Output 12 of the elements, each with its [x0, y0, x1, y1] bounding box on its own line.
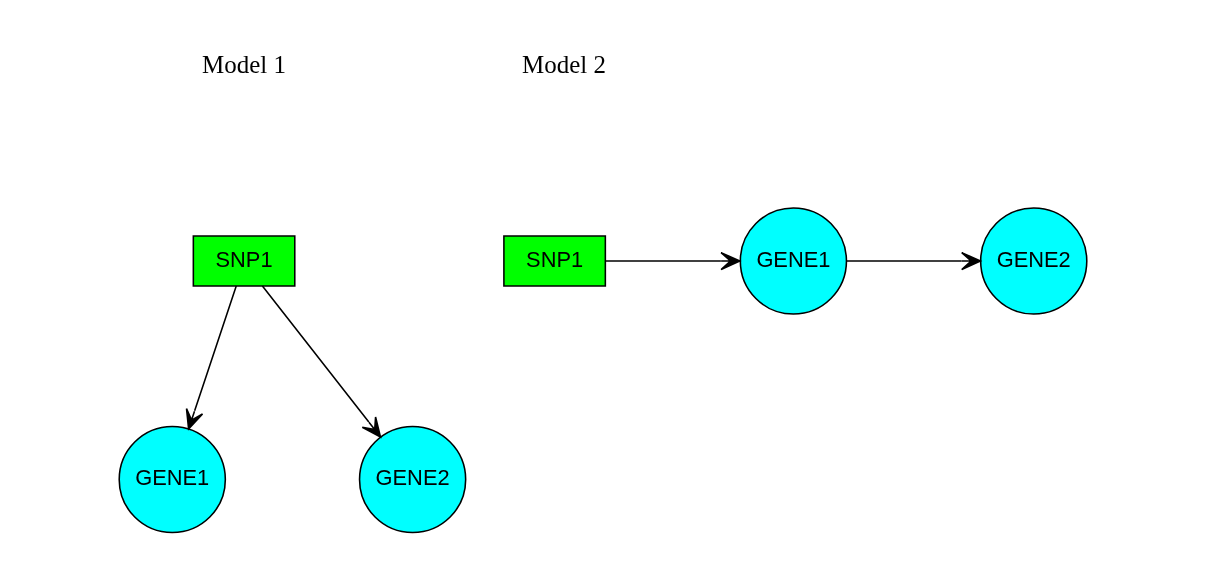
arrow	[261, 285, 382, 438]
node-circle: GENE1	[739, 207, 848, 315]
node-circle: GENE2	[358, 425, 467, 534]
arrow	[846, 251, 982, 271]
arrow	[604, 251, 741, 271]
label: Model 2	[522, 51, 606, 79]
node-circle: GENE1	[118, 425, 227, 534]
arrow	[185, 285, 237, 430]
label: Model 1	[202, 51, 286, 79]
node-circle: GENE2	[979, 207, 1088, 315]
node-box: SNP1	[503, 235, 607, 287]
node-box: SNP1	[192, 235, 296, 287]
